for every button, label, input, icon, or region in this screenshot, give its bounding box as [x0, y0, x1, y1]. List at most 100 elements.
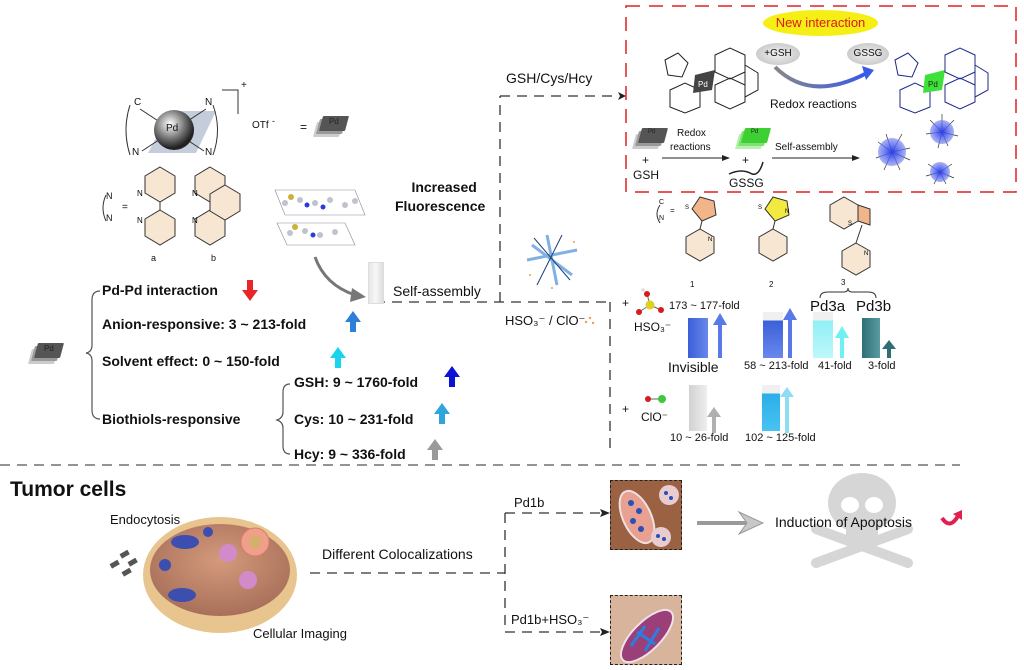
plus-sign: +	[742, 153, 750, 167]
cuvette-icon	[368, 262, 384, 304]
reaction-arrow-icon	[662, 155, 730, 161]
redox-arrow-icon	[773, 65, 874, 89]
arrow-up-icon	[882, 340, 896, 358]
section-title: Tumor cells	[10, 478, 127, 501]
svg-text:N: N	[864, 251, 868, 257]
counter-ion-charge: -	[272, 116, 275, 126]
pd-particles-icon	[109, 549, 138, 577]
arrow-up-icon	[434, 403, 450, 424]
hso3-molecule-icon	[636, 288, 664, 315]
increase-arrow-icon	[940, 510, 962, 526]
branch-pd1b-hso3-label: Pd1b+HSO₃⁻	[511, 612, 590, 627]
property-anion-responsive: Anion-responsive: 3 ~ 213-fold	[102, 316, 307, 332]
self-assembly-label: Self-assembly	[393, 283, 481, 299]
ligand-n: N	[106, 213, 113, 223]
cuvette-icon	[689, 385, 707, 431]
reactant-gsh-bubble: +GSH	[756, 43, 800, 65]
ligand-n: N	[106, 191, 113, 201]
dots-icon	[584, 316, 595, 325]
counter-ion: OTf	[252, 120, 269, 131]
variant-pd3a: Pd3a	[810, 298, 846, 315]
new-interaction-badge: New interaction	[763, 10, 878, 36]
reaction-arrow-icon	[772, 155, 860, 161]
property-pd-pd-interaction: Pd-Pd interaction	[102, 282, 218, 298]
arrow-up-icon	[783, 308, 797, 358]
cn-equals: =	[670, 206, 675, 215]
charge: +	[241, 80, 247, 91]
atom-n: N	[205, 147, 213, 158]
apoptosis-label: Induction of Apoptosis	[775, 514, 912, 530]
svg-text:N: N	[708, 237, 712, 243]
cuvette-icon	[813, 312, 833, 358]
gssg-label: GSSG	[729, 176, 764, 190]
cn-n: N	[659, 215, 665, 222]
arrow-up-icon	[780, 387, 794, 433]
branch-pd1b-label: Pd1b	[514, 495, 545, 510]
plus-sign: +	[642, 153, 650, 167]
fold-label: 41-fold	[818, 360, 852, 372]
anions-branch-label: HSO₃⁻ / ClO⁻	[505, 313, 586, 328]
biothiol-gsh: GSH: 9 ~ 1760-fold	[294, 374, 419, 390]
curved-arrow-icon	[313, 256, 366, 302]
cuvette-icon	[762, 385, 780, 431]
gssg-chain-icon	[728, 161, 764, 175]
clo-molecule-icon	[645, 395, 666, 403]
arrow-up-icon	[713, 313, 727, 358]
gsh-label: GSH	[633, 168, 660, 182]
fold-label: 173 ~ 177-fold	[669, 300, 740, 312]
crystal-packing-structure	[274, 189, 366, 246]
ligand-2-label: 2	[769, 280, 774, 289]
colocalizations-label: Different Colocalizations	[322, 546, 473, 562]
micelle-aggregates-icon	[875, 114, 959, 185]
ligand-b-structure: N N	[192, 166, 241, 246]
fold-label: 3-fold	[868, 360, 896, 372]
ligand-a-label: a	[151, 253, 157, 263]
ligand-bracket	[102, 194, 107, 222]
hso3-label: HSO₃⁻	[634, 320, 672, 334]
redox-reactions-label: Redox reactions	[770, 97, 857, 111]
cuvette-icon	[688, 318, 708, 358]
arrow-up-icon	[707, 407, 721, 433]
svg-text:N: N	[192, 216, 198, 225]
svg-text:Pd: Pd	[698, 80, 708, 89]
ligand-3-structure: S N	[829, 196, 871, 276]
svg-text:N: N	[137, 216, 143, 225]
tumor-cell-illustration	[143, 517, 297, 633]
cn-bracket	[656, 204, 661, 224]
pd-complex-structure: C N N N Pd	[118, 95, 228, 165]
variant-pd3b: Pd3b	[856, 298, 892, 315]
cn-c: C	[659, 199, 665, 206]
svg-text:N: N	[192, 189, 198, 198]
pd-complex-icon: Pd	[631, 128, 669, 150]
mitochondria-image-1	[610, 480, 682, 550]
cuvette-icon	[763, 312, 783, 358]
biothiol-hcy: Hcy: 9 ~ 336-fold	[294, 446, 406, 462]
fold-label: 10 ~ 26-fold	[670, 432, 729, 444]
big-arrow-icon	[697, 510, 765, 536]
arrow-up-icon	[345, 311, 361, 332]
cuvette-icon	[862, 318, 880, 358]
svg-text:S: S	[685, 205, 689, 211]
increased-fluorescence-label: Increased Fluorescence	[395, 179, 486, 214]
pd-green-complex-icon: Pd	[734, 128, 772, 150]
pd-complex-blue-structure: Pd	[894, 47, 989, 114]
metal-pd: Pd	[166, 123, 179, 134]
biothiol-cys: Cys: 10 ~ 231-fold	[294, 411, 414, 427]
plus-sign: +	[622, 296, 630, 310]
self-assembly-scheme-label: Self-assembly	[775, 142, 838, 153]
cellular-imaging-label: Cellular Imaging	[253, 626, 347, 641]
pd-complex-dark-structure: Pd	[664, 47, 759, 114]
arrow-down-icon	[242, 280, 258, 301]
arrow-up-icon	[330, 347, 346, 368]
pd-complex-icon: Pd	[312, 116, 350, 138]
svg-text:S: S	[848, 221, 852, 227]
product-gssg-bubble: GSSG	[847, 43, 889, 65]
ligand-3-label: 3	[841, 278, 846, 287]
arrow-up-icon	[444, 366, 460, 387]
property-solvent-effect: Solvent effect: 0 ~ 150-fold	[102, 353, 280, 369]
variant-brace	[819, 287, 877, 299]
svg-text:N: N	[137, 189, 143, 198]
atom-n: N	[205, 97, 213, 108]
endocytosis-label: Endocytosis	[110, 512, 181, 527]
